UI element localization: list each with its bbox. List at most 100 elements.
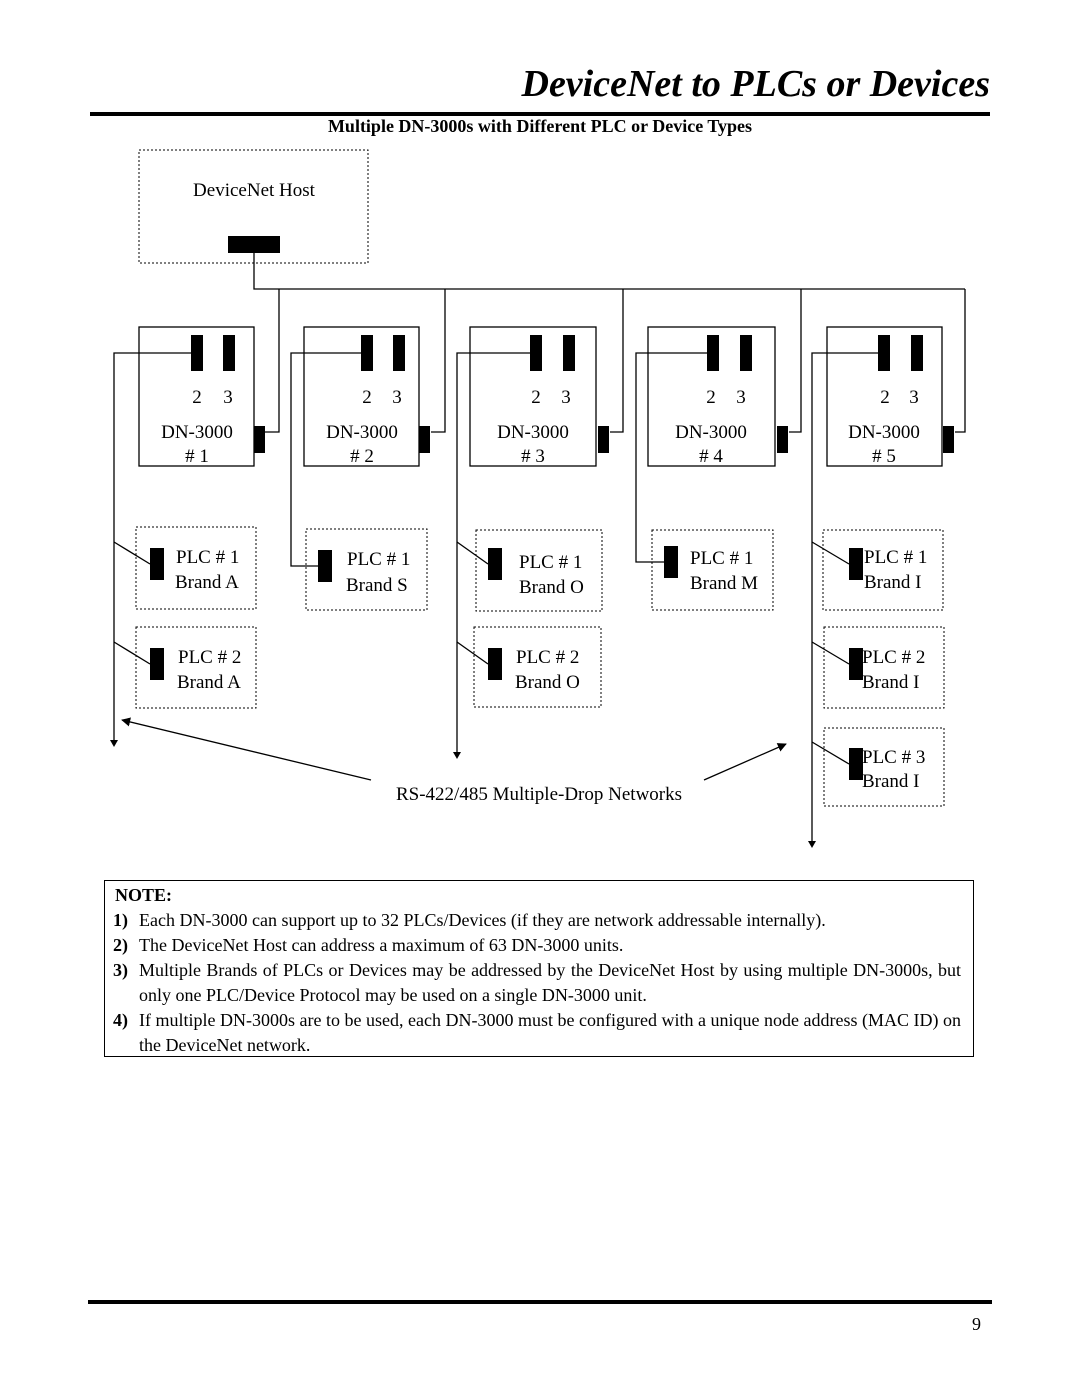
- plc-box: PLC # 1 Brand M: [651, 529, 774, 611]
- plc-brand: Brand A: [175, 572, 239, 593]
- port-3-connector: [740, 335, 752, 371]
- port-2-connector: [361, 335, 373, 371]
- plc-connector: [318, 550, 332, 582]
- figure-subtitle: Multiple DN-3000s with Different PLC or …: [327, 116, 753, 136]
- down-arrow-icon: [110, 740, 118, 747]
- module-number: # 5: [872, 446, 896, 467]
- plc-name: PLC # 1: [519, 552, 582, 573]
- plc-box: PLC # 1 Brand O: [475, 529, 603, 612]
- devicenet-bus: [253, 253, 966, 433]
- port-2-label: 2: [531, 387, 541, 408]
- devicenet-connector: [943, 426, 954, 453]
- rs485-wiring: [113, 352, 878, 845]
- note-title: NOTE:: [115, 885, 173, 905]
- plc-box: PLC # 1 Brand A: [135, 526, 257, 610]
- plc-connector: [488, 548, 502, 580]
- dn3000-module: 2 3 DN-3000 # 1: [138, 326, 265, 467]
- devicenet-connector: [598, 426, 609, 453]
- plc-connector: [488, 648, 502, 680]
- plc-brand: Brand O: [519, 577, 584, 598]
- plc-box: PLC # 2 Brand I: [823, 626, 945, 709]
- plc-name: PLC # 1: [347, 549, 410, 570]
- port-3-connector: [393, 335, 405, 371]
- module-name: DN-3000: [675, 422, 747, 443]
- module-name: DN-3000: [848, 422, 920, 443]
- devicenet-connector: [419, 426, 430, 453]
- port-2-label: 2: [192, 387, 202, 408]
- module-number: # 3: [521, 446, 545, 467]
- port-2-label: 2: [362, 387, 372, 408]
- port-2-label: 2: [706, 387, 716, 408]
- port-3-connector: [911, 335, 923, 371]
- port-3-connector: [223, 335, 235, 371]
- plc-box: PLC # 2 Brand A: [135, 626, 257, 709]
- dn3000-module: 2 3 DN-3000 # 5: [826, 326, 954, 467]
- plc-box: PLC # 2 Brand O: [473, 626, 602, 708]
- down-arrow-icon: [808, 841, 816, 848]
- host-label: DeviceNet Host: [193, 180, 316, 201]
- port-2-connector: [530, 335, 542, 371]
- note-number: 1): [113, 910, 128, 930]
- note-text: The DeviceNet Host can address a maximum…: [139, 935, 624, 955]
- note-box: NOTE: 1) Each DN-3000 can support up to …: [104, 880, 974, 1057]
- note-text: Each DN-3000 can support up to 32 PLCs/D…: [139, 910, 826, 930]
- plc-brand: Brand A: [177, 672, 241, 693]
- note-number: 2): [113, 935, 128, 955]
- network-diagram: DeviceNet Host 2 3 DN-3000 # 1 2 3 DN-30…: [110, 149, 966, 848]
- dn3000-module: 2 3 DN-3000 # 4: [647, 326, 788, 467]
- plc-brand: Brand I: [864, 572, 922, 593]
- devicenet-host: DeviceNet Host: [138, 149, 369, 264]
- plc-name: PLC # 2: [516, 647, 579, 668]
- dn3000-module: 2 3 DN-3000 # 3: [469, 326, 609, 467]
- page-title: DeviceNet to PLCs or Devices: [521, 63, 991, 105]
- plc-brand: Brand S: [346, 575, 408, 596]
- port-3-label: 3: [223, 387, 233, 408]
- plc-connector: [664, 546, 678, 578]
- port-3-label: 3: [736, 387, 746, 408]
- devicenet-connector: [777, 426, 788, 453]
- port-2-connector: [878, 335, 890, 371]
- note-number: 4): [113, 1010, 128, 1030]
- host-connector: [228, 236, 280, 253]
- network-label: RS-422/485 Multiple-Drop Networks: [396, 784, 682, 805]
- plc-box: PLC # 1 Brand S: [305, 528, 428, 611]
- plc-brand: Brand I: [862, 672, 920, 693]
- plc-name: PLC # 2: [178, 647, 241, 668]
- port-3-label: 3: [561, 387, 571, 408]
- plc-connector: [849, 748, 863, 780]
- note-text: Multiple Brands of PLCs or Devices may b…: [139, 960, 961, 1005]
- port-2-connector: [707, 335, 719, 371]
- plc-box: PLC # 3 Brand I: [823, 727, 945, 807]
- note-number: 3): [113, 960, 128, 980]
- plc-connector: [849, 648, 863, 680]
- page-number: 9: [972, 1314, 981, 1334]
- plc-name: PLC # 1: [864, 547, 927, 568]
- rs485-end-arrows: [110, 740, 816, 848]
- plc-brand: Brand O: [515, 672, 580, 693]
- plc-brand: Brand M: [690, 573, 758, 594]
- network-label-arrow: [121, 717, 372, 781]
- module-name: DN-3000: [161, 422, 233, 443]
- plc-name: PLC # 1: [690, 548, 753, 569]
- port-2-label: 2: [880, 387, 890, 408]
- plc-name: PLC # 3: [862, 747, 925, 768]
- port-3-label: 3: [909, 387, 919, 408]
- plc-connector: [849, 548, 863, 580]
- plc-name: PLC # 2: [862, 647, 925, 668]
- note-text: If multiple DN-3000s are to be used, eac…: [139, 1010, 961, 1055]
- module-name: DN-3000: [326, 422, 398, 443]
- plc-connector: [150, 648, 164, 680]
- down-arrow-icon: [453, 752, 461, 759]
- plc-name: PLC # 1: [176, 547, 239, 568]
- port-3-connector: [563, 335, 575, 371]
- plc-brand: Brand I: [862, 771, 920, 792]
- devicenet-connector: [254, 426, 265, 453]
- plc-box: PLC # 1 Brand I: [822, 529, 944, 611]
- port-3-label: 3: [392, 387, 402, 408]
- module-number: # 2: [350, 446, 374, 467]
- footer-rule: [88, 1300, 992, 1304]
- module-number: # 1: [185, 446, 209, 467]
- dn3000-module: 2 3 DN-3000 # 2: [303, 326, 430, 467]
- module-number: # 4: [699, 446, 723, 467]
- network-label-arrow: [703, 743, 787, 781]
